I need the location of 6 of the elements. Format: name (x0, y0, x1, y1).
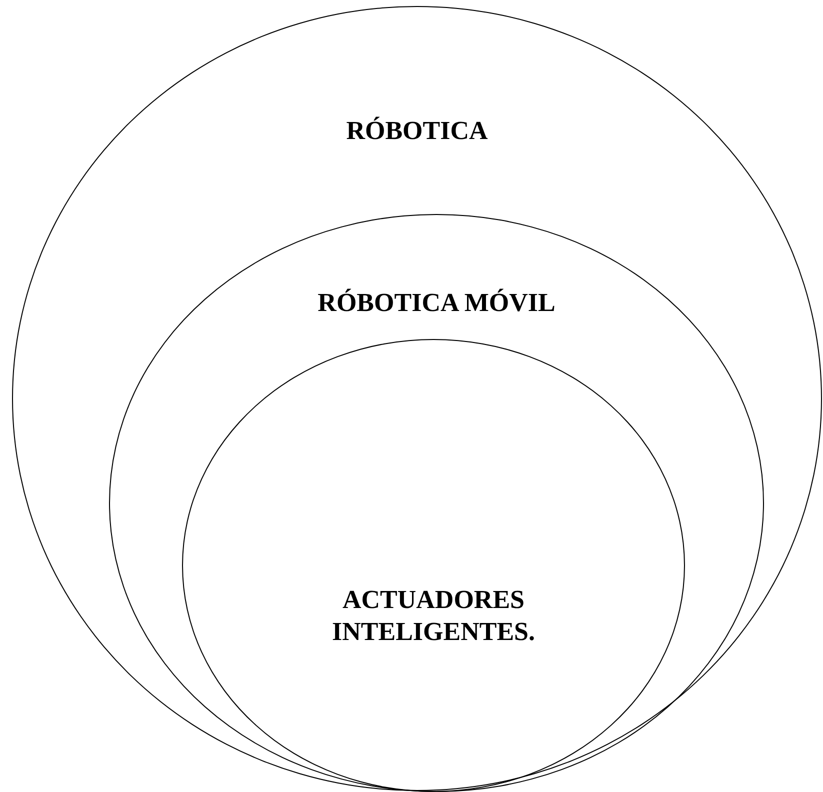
ellipse (109, 214, 764, 792)
ellipse-label: ACTUADORES INTELIGENTES. (332, 585, 536, 646)
ellipse-label: RÓBOTICA MÓVIL (318, 288, 556, 317)
ellipse (182, 339, 685, 792)
ellipse-label: RÓBOTICA (346, 116, 488, 145)
ellipse (12, 6, 822, 791)
